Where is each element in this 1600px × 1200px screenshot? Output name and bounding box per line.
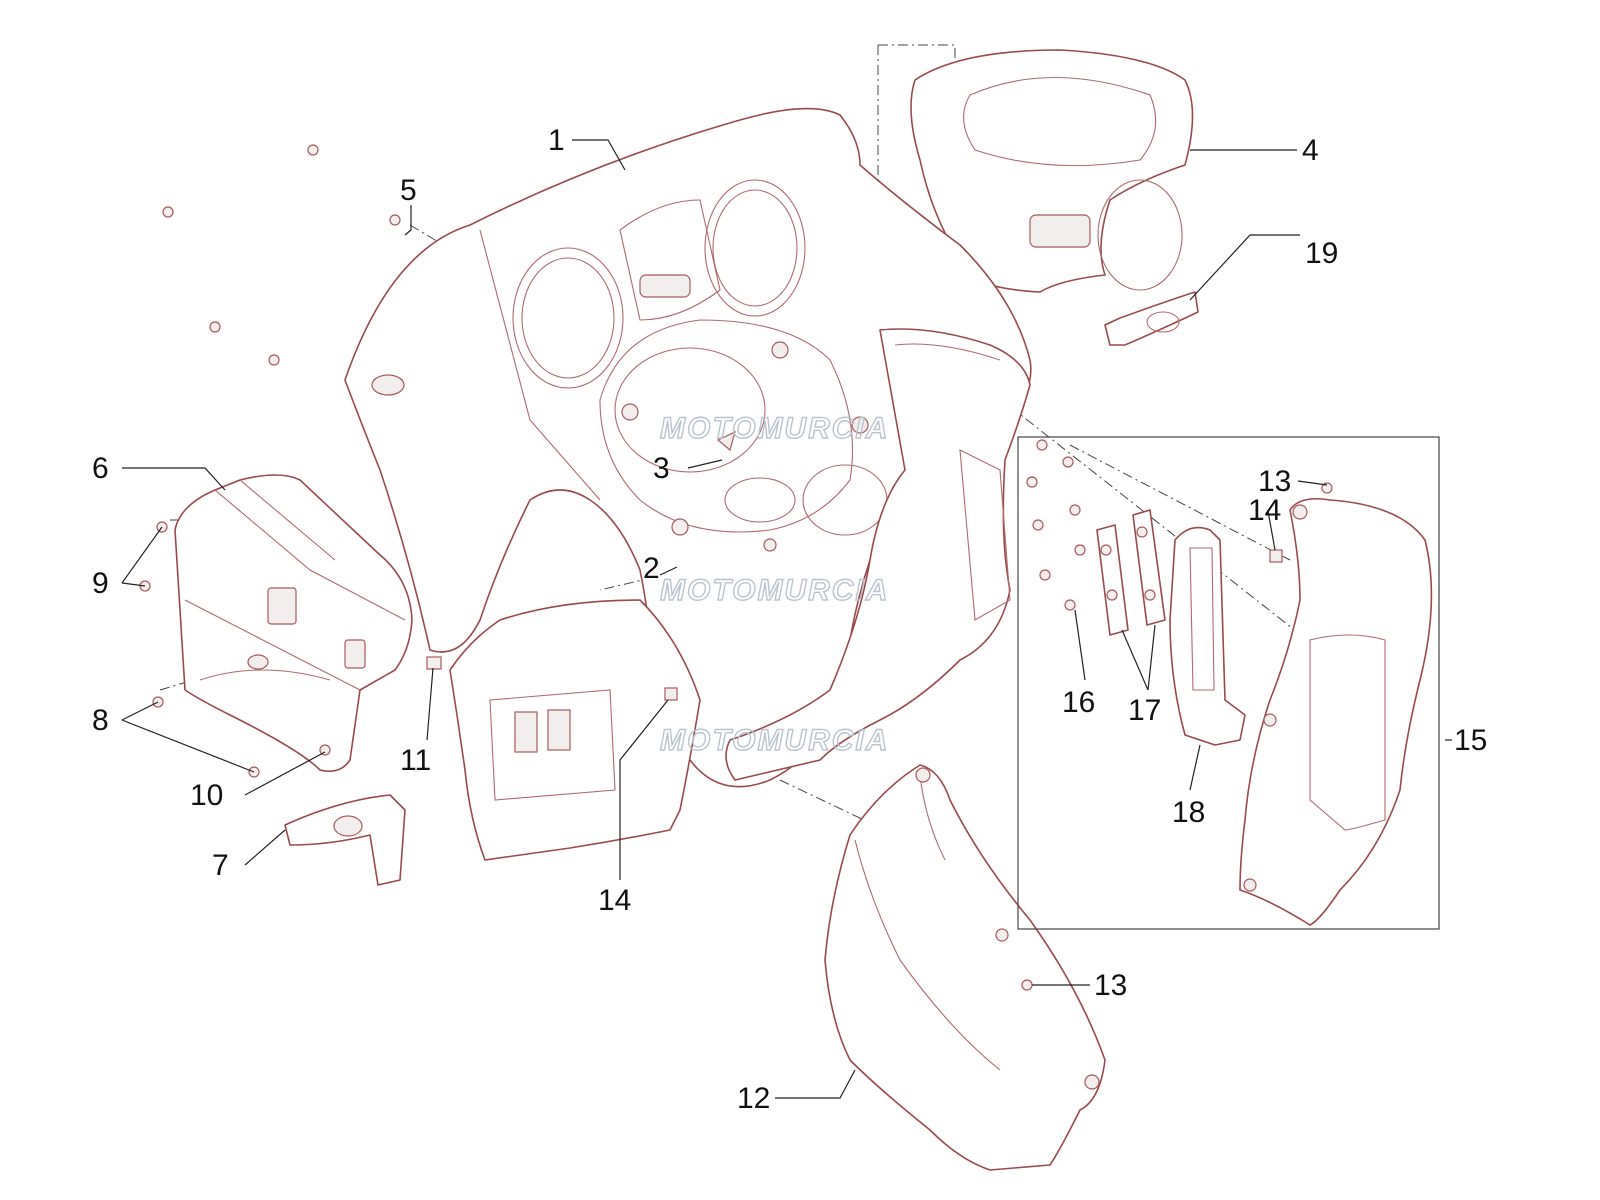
callout-17: 17 [1128, 694, 1161, 727]
callout-11: 11 [400, 744, 431, 777]
leader-lines [121, 139, 1452, 1099]
part-19-insert [1104, 291, 1199, 346]
part-7-bracket [284, 794, 406, 886]
part-1-dashboard-panel [344, 107, 1032, 788]
callout-5: 5 [400, 174, 417, 207]
part-16-fasteners [1026, 439, 1086, 611]
watermark-1: MOTOMURCIA [660, 412, 889, 445]
callout-labels: 1 2 3 4 5 6 7 8 9 10 11 12 13 13 14 14 1… [92, 124, 1487, 1115]
part-17-strips [1096, 509, 1166, 636]
part-4-instrument-cover [910, 49, 1194, 293]
callout-13-bottom: 13 [1094, 969, 1127, 1002]
part-6-battery-box [174, 474, 413, 773]
callout-8: 8 [92, 704, 109, 737]
callout-9: 9 [92, 567, 109, 600]
callout-14-left: 14 [598, 884, 631, 917]
watermark-3: MOTOMURCIA [660, 724, 889, 757]
callout-3: 3 [653, 452, 670, 485]
callout-2: 2 [643, 552, 660, 585]
callout-6: 6 [92, 452, 109, 485]
watermark-2: MOTOMURCIA [660, 574, 889, 607]
callout-18: 18 [1172, 796, 1205, 829]
callout-4: 4 [1302, 134, 1319, 167]
part-18-grip-plate [1169, 526, 1246, 746]
part-12-lower-side-panel [824, 764, 1106, 1171]
callout-19: 19 [1305, 237, 1338, 270]
callout-15: 15 [1454, 724, 1487, 757]
callout-10: 10 [190, 779, 223, 812]
right-inner-panel [725, 328, 1031, 781]
subassembly-frame [1017, 436, 1440, 930]
callout-16: 16 [1062, 686, 1095, 719]
callout-14-right: 14 [1248, 494, 1281, 527]
callout-13-top: 13 [1258, 465, 1291, 498]
glovebox-lower-section [449, 599, 701, 861]
part-15-side-cover [1239, 497, 1433, 926]
callout-1: 1 [548, 124, 565, 157]
callout-12: 12 [737, 1082, 770, 1115]
callout-7: 7 [212, 849, 229, 882]
